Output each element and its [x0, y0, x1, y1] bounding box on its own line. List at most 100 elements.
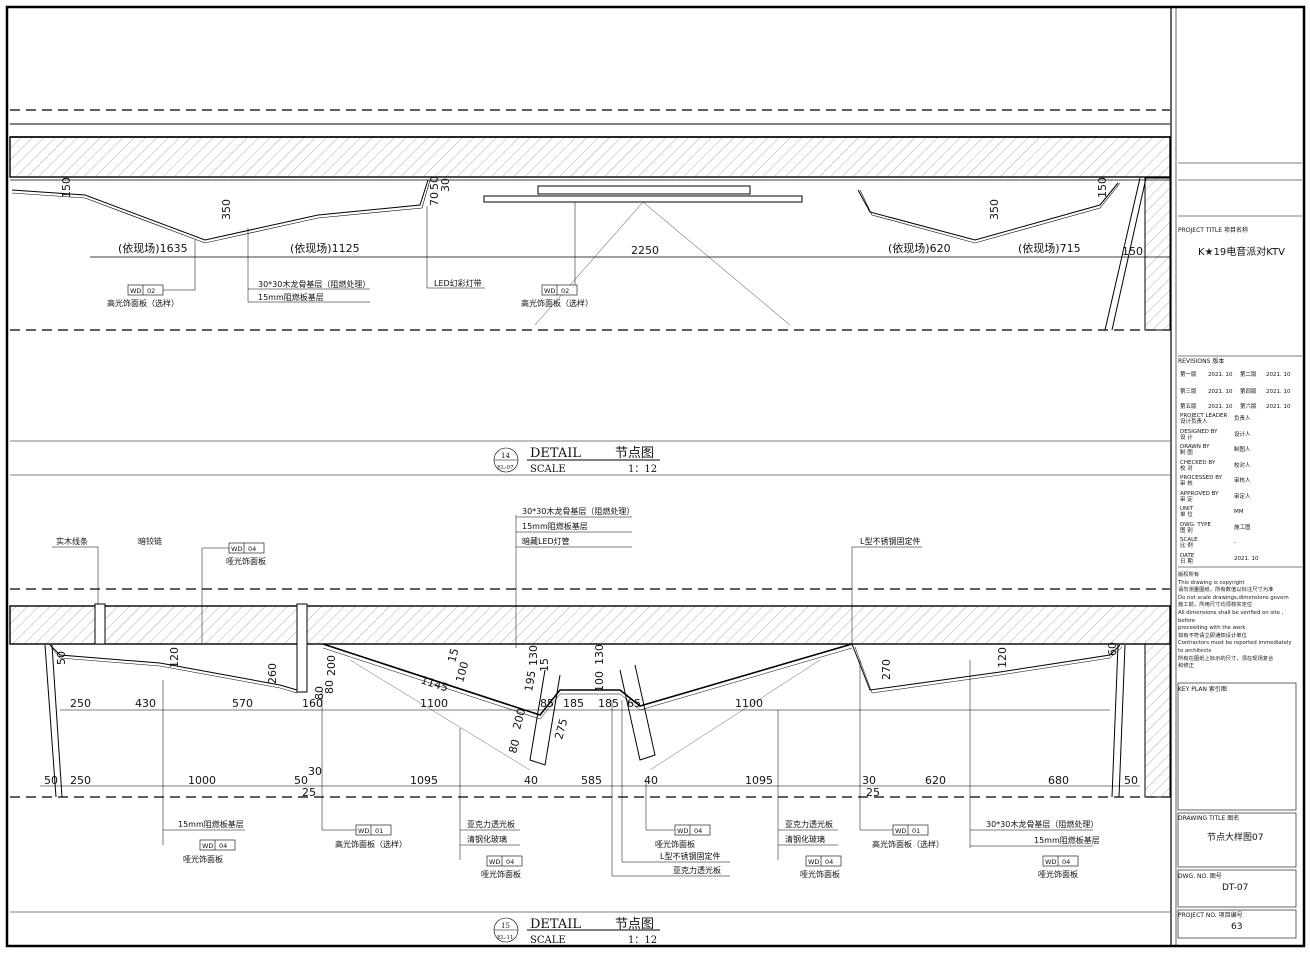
field-cn: 设计负责人	[1180, 419, 1208, 425]
detail-ref: EL-11	[497, 935, 514, 941]
dim-vert: 15	[538, 658, 551, 672]
dim-vert: 260	[266, 663, 279, 684]
field-value: -	[1234, 540, 1236, 546]
tag-label: 高光饰面板（选样）	[872, 839, 944, 849]
field-value: 负责人	[1234, 416, 1251, 422]
tag-code: WD	[130, 287, 141, 295]
copyright-line: 施工前，所用尺寸均须核实定位	[1178, 602, 1253, 609]
detail-label: DETAIL	[530, 446, 581, 461]
field-en: UNIT	[1180, 506, 1194, 512]
dim-vert: 100	[453, 660, 471, 684]
note: 亚克力透光板	[673, 865, 721, 875]
tag-code: WD	[808, 858, 819, 866]
dim-vert: 70	[428, 192, 441, 206]
field-value: 施工图	[1234, 524, 1251, 531]
copyright-line: Contractors must be reported immediately	[1178, 640, 1292, 647]
dim: 620	[925, 774, 946, 787]
copyright-line: Do not scale drawings,dimensions govern	[1178, 594, 1289, 601]
field-en: SCALE	[1180, 537, 1198, 543]
field-value: 审核人	[1234, 478, 1251, 484]
dim-vert: 50	[55, 651, 68, 665]
dim: 185	[598, 697, 619, 710]
copyright-line: 请勿测量图纸，所有数值以标注尺寸为准	[1178, 587, 1274, 594]
dim-top: (依现场)620	[888, 241, 951, 255]
tag-code: WD	[895, 827, 906, 835]
note: L型不锈钢固定件	[660, 851, 720, 861]
project-no: 63	[1231, 922, 1243, 932]
dim: 40	[524, 774, 538, 787]
detail-cn: 节点图	[615, 446, 654, 461]
dim-top: (依现场)1125	[290, 241, 360, 255]
dim: 1100	[735, 697, 763, 710]
field-cn: 日 期	[1180, 558, 1193, 565]
drawing-title-label: DRAWING TITLE 图名	[1178, 815, 1240, 822]
scale-label: SCALE	[530, 935, 566, 946]
tag-num: 04	[1062, 858, 1070, 866]
field-en: CHECKED BY	[1180, 459, 1216, 466]
field-value: 校对人	[1234, 462, 1251, 469]
dim: 160	[302, 697, 323, 710]
dim-vert: 1145	[419, 673, 450, 694]
key-plan-label: KEY PLAN 索引图	[1178, 686, 1227, 693]
tag-code: WD	[677, 827, 688, 835]
dim-vert: 130	[527, 645, 540, 666]
dim: 250	[70, 697, 91, 710]
dim: 50	[294, 774, 308, 787]
copyright-line: This drawing is copyright	[1178, 579, 1245, 586]
tag-label: 哑光饰面板	[183, 854, 223, 864]
tag-label: 高光饰面板（选样）	[521, 298, 593, 308]
dim: 1100	[420, 697, 448, 710]
dim-vert: 120	[996, 647, 1009, 668]
dim-vert: 195	[522, 670, 538, 693]
dim: 40	[644, 774, 658, 787]
tag-code: WD	[489, 858, 500, 866]
note: 30*30木龙骨基层（阻燃处理）	[522, 506, 634, 516]
detail-number: 14	[501, 452, 510, 460]
note: 15mm阻燃板基层	[1034, 835, 1100, 845]
dim: 30	[308, 765, 322, 778]
field-en: DESIGNED BY	[1180, 428, 1218, 435]
field-cn: 单 位	[1180, 512, 1193, 518]
dim-top: 150	[1122, 245, 1143, 258]
dim: 185	[563, 697, 584, 710]
dim: 1095	[745, 774, 773, 787]
field-value: 设计人	[1234, 431, 1251, 438]
drawing-title: 节点大样图07	[1207, 833, 1264, 843]
tag-code: WD	[202, 842, 213, 850]
note: 哑光饰面板	[226, 556, 266, 566]
dim-vert: 350	[220, 199, 233, 220]
dim: 65	[627, 697, 641, 710]
dim-vert: 80	[323, 680, 336, 694]
copyright-line: to architects	[1178, 647, 1212, 654]
field-value: 制图人	[1234, 447, 1251, 453]
project-title: K★19电音派对KTV	[1198, 247, 1285, 258]
note: 亚克力透光板	[785, 819, 833, 829]
tag-num: 02	[561, 287, 569, 295]
note: 暗藏LED灯管	[522, 536, 570, 546]
scale-value: 1：12	[628, 464, 657, 475]
field-value: 2021. 10	[1234, 555, 1259, 562]
dim: 30	[862, 774, 876, 787]
tag-code: WD	[544, 287, 555, 295]
title-block-frame	[1177, 162, 1302, 939]
dwg-no-label: DWG. NO. 图号	[1178, 873, 1222, 880]
tag-num: 04	[694, 827, 702, 835]
copyright-line: 如有不符请立即通知设计单位	[1178, 632, 1247, 639]
dim-vert: 60	[1106, 642, 1119, 656]
tag-label: 哑光饰面板	[1038, 869, 1078, 879]
dim: 50	[1124, 774, 1138, 787]
tag-num: 04	[506, 858, 514, 866]
field-en: DWG. TYPE	[1180, 521, 1211, 528]
note: 15mm阻燃板基层	[522, 521, 588, 531]
field-en: PROCESSED BY	[1180, 475, 1223, 481]
dim-vert: 50	[428, 176, 441, 190]
field-cn: 审 定	[1180, 496, 1193, 503]
dim: 250	[70, 774, 91, 787]
scale-value: 1：12	[628, 935, 657, 946]
detail-number: 15	[501, 922, 510, 930]
tag-label: 高光饰面板（选样）	[335, 839, 407, 849]
dim: 25	[302, 786, 316, 799]
detail-ref: EL-07	[497, 465, 514, 471]
